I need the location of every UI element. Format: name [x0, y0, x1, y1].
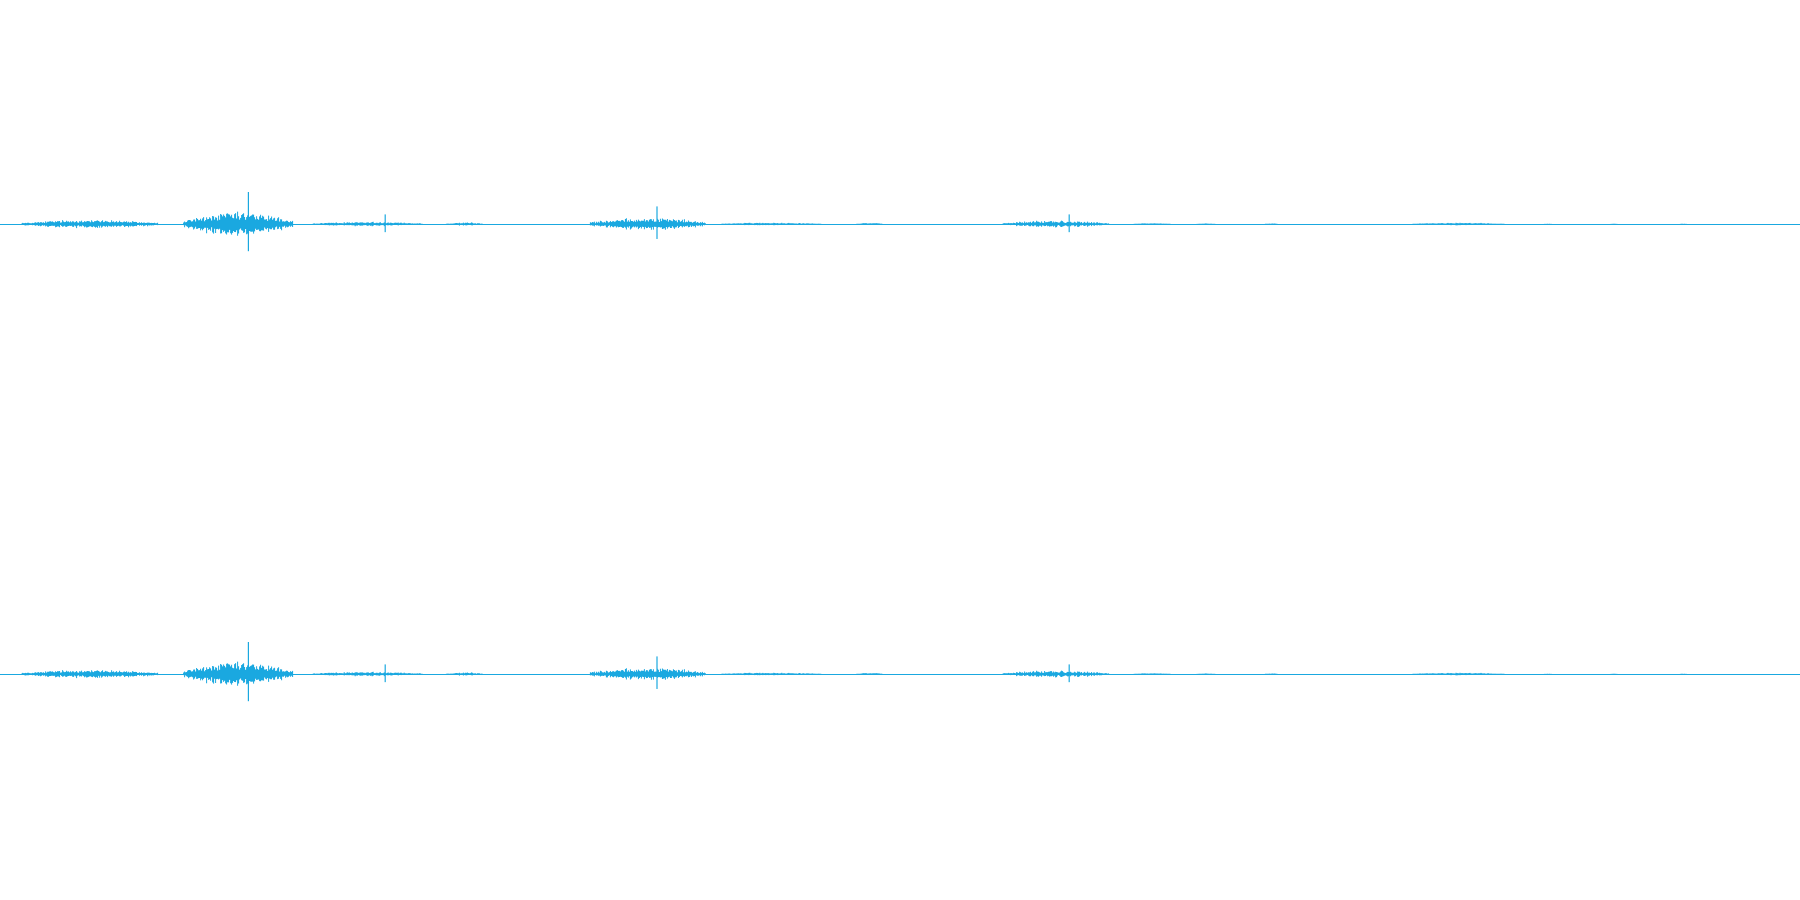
waveform-bursts	[21, 661, 1687, 686]
waveform-channel-1	[0, 192, 1800, 252]
waveform-bursts	[21, 211, 1687, 236]
waveform-channel-2	[0, 642, 1800, 702]
channel-right[interactable]	[0, 450, 1800, 900]
channel-left[interactable]	[0, 0, 1800, 450]
